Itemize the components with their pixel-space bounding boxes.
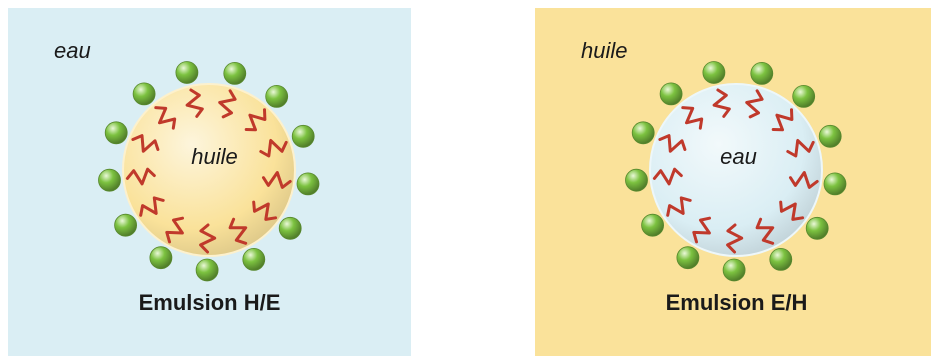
surfactant-head xyxy=(132,82,156,106)
surfactant-tail xyxy=(218,89,237,119)
surfactant-head xyxy=(296,172,320,196)
surfactant-tail xyxy=(185,88,204,118)
surfactant-head xyxy=(722,258,746,282)
surfactant-tail xyxy=(259,139,288,158)
surfactant-head xyxy=(792,85,816,108)
dispersed-phase-label: eau xyxy=(720,144,757,169)
surfactant-head xyxy=(114,213,137,237)
surfactant-head xyxy=(149,246,173,270)
surfactant-head xyxy=(823,172,847,196)
surfactant-head xyxy=(702,61,726,84)
surfactant-head xyxy=(98,168,121,192)
surfactant-head xyxy=(805,216,829,240)
surfactant-tail xyxy=(154,106,177,130)
surfactant-tail xyxy=(131,134,160,153)
surfactant-tail xyxy=(658,134,687,153)
surfactant-tail xyxy=(726,223,744,254)
surfactant-head xyxy=(769,247,793,271)
surfactant-head xyxy=(278,216,302,240)
surfactant-head xyxy=(676,246,700,270)
surfactant-head xyxy=(195,258,219,282)
surfactant-tail xyxy=(244,108,267,132)
surfactant-tail xyxy=(779,200,805,221)
surfactant-tail xyxy=(755,217,775,245)
panel-title: Emulsion E/H xyxy=(665,290,808,315)
surfactant-tail xyxy=(262,171,292,189)
surfactant-head xyxy=(291,124,315,148)
emulsion-eh-panel: huile eau Emulsion E/H xyxy=(535,8,931,356)
surfactant-head xyxy=(625,168,648,192)
dispersed-droplet xyxy=(122,83,296,257)
surfactant-head xyxy=(175,61,199,84)
surfactant-tail xyxy=(252,200,278,221)
surfactant-tail xyxy=(681,106,704,130)
surfactant-head xyxy=(818,124,842,148)
surfactant-head xyxy=(265,85,289,108)
emulsion-he-panel: eau huile Emulsion H/E xyxy=(8,8,411,356)
surfactant-tail xyxy=(199,223,217,254)
surfactant-head xyxy=(631,121,655,145)
surfactant-tail xyxy=(692,216,711,244)
surfactant-tail xyxy=(712,88,731,118)
micelle-diagram-oil-in-water xyxy=(8,8,411,356)
surfactant-head xyxy=(659,82,683,106)
surfactant-tail xyxy=(652,167,683,186)
surfactant-head xyxy=(750,62,774,85)
surfactant-head xyxy=(641,213,664,237)
continuous-phase-label: huile xyxy=(581,38,628,63)
surfactant-tail xyxy=(789,171,819,189)
surfactant-tail xyxy=(139,196,165,217)
dispersed-droplet xyxy=(649,83,823,257)
micelle-diagram-water-in-oil xyxy=(535,8,931,356)
surfactant-head xyxy=(242,247,266,271)
surfactant-tail xyxy=(666,196,692,217)
panel-title: Emulsion H/E xyxy=(138,290,281,315)
surfactant-tail xyxy=(165,216,184,244)
surfactant-head xyxy=(104,121,128,145)
dispersed-phase-label: huile xyxy=(191,144,238,169)
surfactant-tail xyxy=(125,167,156,186)
surfactant-tail xyxy=(786,139,815,158)
surfactant-tail xyxy=(228,217,248,245)
surfactant-tail xyxy=(745,89,764,119)
continuous-phase-label: eau xyxy=(54,38,91,63)
surfactant-head xyxy=(223,62,247,85)
surfactant-tail xyxy=(771,108,794,132)
